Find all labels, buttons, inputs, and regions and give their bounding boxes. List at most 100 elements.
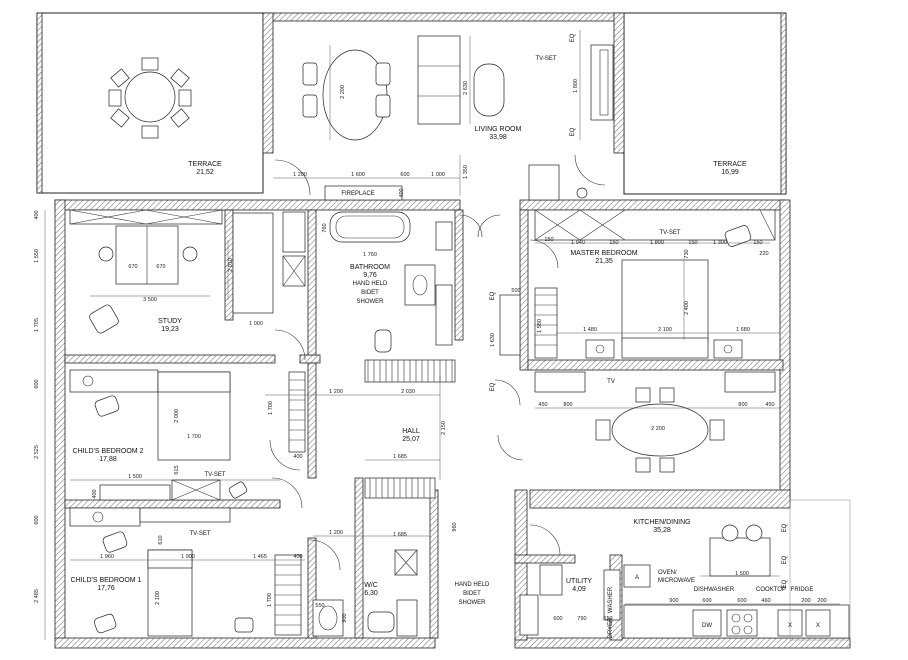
dim-c2-1500: 1 500	[128, 474, 142, 480]
label-dryer: DRYER	[608, 617, 614, 639]
label-bidet-wc: BIDET	[463, 591, 481, 597]
dim-hall-1685a: 1 685	[393, 454, 407, 460]
room-name-study: STUDY	[158, 318, 182, 325]
room-name-child1: CHILD'S BEDROOM 1	[71, 577, 142, 584]
label-tv-set-master: TV-SET	[659, 230, 680, 236]
interior-walls	[64, 209, 791, 641]
dim-living-1000: 1 000	[431, 172, 445, 178]
label-eq-living-bottom: EQ	[570, 127, 576, 136]
dim-hall-2150: 2 150	[441, 421, 447, 435]
dim-c2-610: 610	[158, 535, 164, 544]
dim-living-1200: 1 200	[293, 172, 307, 178]
dim-hall-2030: 2 030	[401, 389, 415, 395]
dim-din-450a: 450	[538, 402, 547, 408]
dim-ut-790: 790	[577, 616, 586, 622]
dim-master-220: 220	[759, 251, 768, 257]
room-name-terrace-left: TERRACE	[188, 161, 222, 168]
room-area-bathroom: 9,76	[363, 272, 377, 279]
label-eq-kitchen-1: EQ	[782, 523, 788, 532]
label-cooktop: COOKTOP	[756, 587, 786, 593]
dim-k-460: 460	[761, 598, 770, 604]
label-eq-living-top: EQ	[570, 33, 576, 42]
dim-c1-1465: 1 465	[253, 554, 267, 560]
dim-master-1630: 1 630	[490, 333, 496, 347]
dim-master-150a: 150	[544, 237, 553, 243]
room-area-master: 21,35	[595, 258, 613, 265]
room-name-terrace-right: TERRACE	[713, 161, 747, 168]
dim-master-2400: 2 400	[684, 301, 690, 315]
room-name-living: LIVING ROOM	[475, 126, 522, 133]
room-name-kitchen: KITCHEN/DINING	[633, 519, 690, 526]
dining-furniture	[534, 371, 776, 473]
terrace-right	[623, 12, 787, 195]
doors	[269, 154, 606, 571]
dim-c1-400: 400	[293, 554, 302, 560]
room-area-utility: 4,09	[572, 586, 586, 593]
dim-k-1500: 1 500	[735, 571, 749, 577]
dim-c1-1700: 1 700	[267, 593, 273, 607]
dim-terrace-400: 400	[34, 210, 40, 219]
dim-c2-600: 600	[34, 379, 40, 388]
dim-study-670a: 670	[128, 264, 137, 270]
dim-c2-1700v: 1 700	[268, 401, 274, 415]
dim-c1-2485: 2 485	[34, 589, 40, 603]
dim-master-1800: 1 800	[650, 240, 664, 246]
dim-bath-1760: 1 760	[363, 252, 377, 258]
dim-master-1680: 1 680	[736, 327, 750, 333]
dim-bath-760: 760	[322, 223, 328, 232]
dim-c2-2525: 2 525	[34, 445, 40, 459]
room-area-child1: 17,76	[97, 585, 115, 592]
dim-ut-600: 600	[553, 616, 562, 622]
dim-hall-400: 400	[293, 454, 302, 460]
dim-study-1550: 1 550	[34, 249, 40, 263]
dim-k-600b: 600	[737, 598, 746, 604]
dimension-lines	[44, 30, 840, 640]
dim-living-table: 2 200	[340, 85, 346, 99]
label-eq-master-1: EQ	[490, 291, 496, 300]
label-tv-set-child2: TV-SET	[204, 472, 225, 478]
dim-study-3500: 3 500	[143, 297, 157, 303]
dim-wc-550: 550	[315, 603, 324, 609]
room-name-wc: W/C	[364, 582, 378, 589]
label-a: A	[635, 575, 639, 581]
fixture-labels: FIREPLACE TV-SET EQ EQ TV-SET EQ EQ TV H…	[189, 33, 820, 638]
dim-study-2010: 2 010	[228, 258, 234, 272]
dim-master-1580: 1 580	[537, 319, 543, 333]
dim-study-1705: 1 705	[34, 318, 40, 332]
dim-living-600: 600	[400, 172, 409, 178]
room-area-kitchen: 35,28	[653, 527, 671, 534]
dim-ut-650: 650	[603, 616, 612, 622]
room-labels: TERRACE 21,52 LIVING ROOM 33,98 TERRACE …	[71, 126, 748, 597]
label-eq-kitchen-2: EQ	[782, 555, 788, 564]
dim-hall-1200: 1 200	[329, 389, 343, 395]
room-area-hall: 25,07	[402, 436, 420, 443]
dim-living-sofa: 2 630	[463, 81, 469, 95]
dim-din-2200: 2 200	[651, 426, 665, 432]
dim-k-200b: 200	[817, 598, 826, 604]
dim-hall-1685b: 1 685	[393, 532, 407, 538]
room-name-bathroom: BATHROOM	[350, 264, 390, 271]
room-name-child2: CHILD'S BEDROOM 2	[73, 448, 144, 455]
dim-k-900: 900	[669, 598, 678, 604]
dim-k-600a: 600	[702, 598, 711, 604]
terrace-left	[36, 12, 264, 194]
dim-c1-2100: 2 100	[155, 591, 161, 605]
label-tv-set-living: TV-SET	[535, 56, 556, 62]
room-area-study: 19,23	[161, 326, 179, 333]
dim-master-1300: 1 300	[713, 240, 727, 246]
dim-c2-400: 400	[92, 489, 98, 498]
room-name-hall: HALL	[402, 428, 420, 435]
label-microwave: MICROWAVE	[658, 578, 695, 584]
living-furniture	[302, 35, 614, 201]
master-furniture	[499, 209, 776, 359]
dim-master-1480: 1 480	[583, 327, 597, 333]
dim-k-200a: 200	[801, 598, 810, 604]
kitchen-fixtures	[519, 499, 851, 641]
dimension-labels: 2 200 2 630 1 350 1 200 1 600 600 1 000 …	[34, 79, 827, 622]
dim-wc-960: 960	[452, 522, 458, 531]
label-shower-wc: SHOWER	[459, 600, 487, 606]
room-area-wc: 6,30	[364, 590, 378, 597]
label-tv-dining: TV	[607, 379, 615, 385]
label-dw: DW	[702, 623, 712, 629]
dim-master-1940: 1 940	[571, 240, 585, 246]
